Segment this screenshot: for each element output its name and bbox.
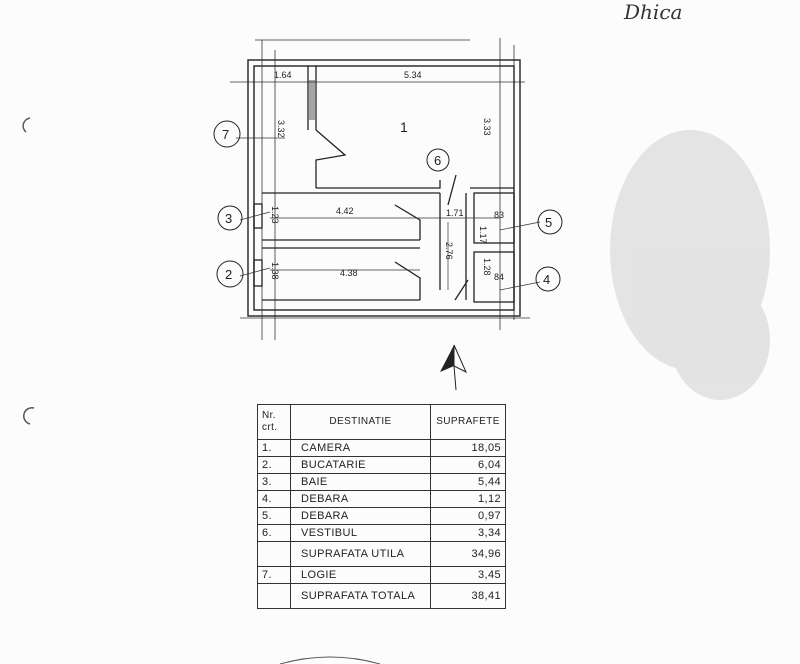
- table-row: 4. DEBARA 1,12: [257, 490, 506, 508]
- dim-right-vertical: 3.33: [482, 118, 492, 136]
- dim-kitchen-height: 1.38: [270, 262, 280, 280]
- axis-lines: [230, 38, 530, 340]
- dim-left-vertical: 3.32: [276, 120, 286, 138]
- dim-bath-height: 1.23: [270, 206, 280, 224]
- table-row: 6. VESTIBUL 3,34: [257, 524, 506, 542]
- table-row: 5. DEBARA 0,97: [257, 507, 506, 525]
- header-destination: DESTINATIE: [290, 404, 431, 440]
- table-row: 2. BUCATARIE 6,04: [257, 456, 506, 474]
- interior-walls: [253, 66, 515, 303]
- dim-closet-d: 84: [494, 272, 504, 282]
- header-nr: Nr. crt.: [257, 404, 291, 440]
- table-header-row: Nr. crt. DESTINATIE SUPRAFETE: [257, 404, 506, 440]
- dim-top-main: 5.34: [404, 70, 422, 80]
- dimension-lines: [236, 137, 541, 291]
- dim-hall-width: 1.71: [446, 208, 464, 218]
- surface-table: Nr. crt. DESTINATIE SUPRAFETE 1. CAMERA …: [257, 404, 506, 609]
- dim-closet-a: 83: [494, 210, 504, 220]
- dimension-labels: 1.64 5.34 3.32 3.33 4.42 1.23 1.71 83 1.…: [270, 70, 504, 282]
- north-arrow-icon: [440, 344, 468, 391]
- scan-noise: [610, 130, 770, 400]
- header-surfaces: SUPRAFETE: [430, 404, 506, 440]
- circle-number-6: 6: [434, 153, 441, 168]
- useful-area-row: SUPRAFATA UTILA 34,96: [257, 541, 506, 567]
- room-number-circles: [213, 120, 563, 292]
- circle-number-5: 5: [545, 215, 552, 230]
- total-area-label: SUPRAFATA TOTALA: [290, 583, 431, 609]
- dim-hall-length: 2.76: [444, 242, 454, 260]
- total-area-value: 38,41: [430, 583, 506, 609]
- total-area-row: SUPRAFATA TOTALA 38,41: [257, 583, 506, 609]
- useful-area-label: SUPRAFATA UTILA: [290, 541, 431, 567]
- window-marks: [309, 80, 315, 120]
- dim-bath-width: 4.42: [336, 206, 354, 216]
- partial-stamp: [279, 656, 381, 664]
- dim-kitchen-width: 4.38: [340, 268, 358, 278]
- table-row: 3. BAIE 5,44: [257, 473, 506, 491]
- binder-hole-marks: [22, 117, 35, 425]
- useful-area-value: 34,96: [430, 541, 506, 567]
- circle-number-3: 3: [225, 211, 232, 226]
- circle-number-4: 4: [543, 272, 550, 287]
- dim-closet-b: 1.17: [478, 226, 488, 244]
- room-number-1: 1: [400, 119, 408, 135]
- table-row: 7. LOGIE 3,45: [257, 566, 506, 584]
- handwritten-signature: Dhica: [624, 0, 683, 24]
- circle-number-7: 7: [222, 127, 229, 142]
- dim-closet-c: 1.28: [482, 258, 492, 276]
- dim-top-left: 1.64: [274, 70, 292, 80]
- circle-number-2: 2: [225, 267, 232, 282]
- table-row: 1. CAMERA 18,05: [257, 439, 506, 457]
